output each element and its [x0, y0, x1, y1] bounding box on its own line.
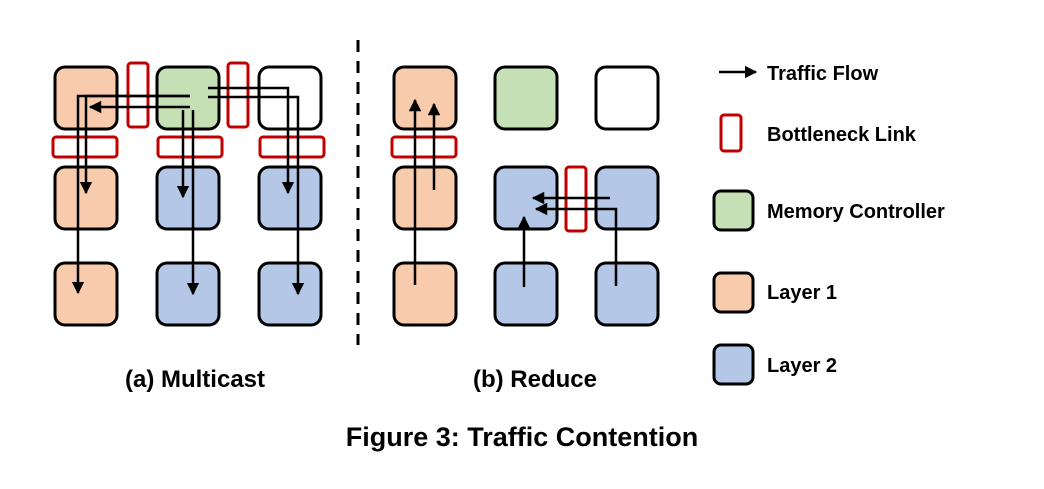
reduce-label: (b) Reduce [473, 366, 597, 393]
legend-layer1-label: Layer 1 [767, 282, 837, 304]
multicast-node-layer1 [53, 261, 119, 327]
multicast-flow-to-left-row2 [79, 94, 190, 195]
reduce-node-memory-controller [493, 65, 559, 131]
multicast-panel: (a) Multicast [51, 61, 326, 393]
legend-layer1-swatch [712, 271, 755, 314]
reduce-node-layer2 [594, 261, 660, 327]
legend-traffic-flow-label: Traffic Flow [767, 63, 879, 85]
multicast-node-layer2 [155, 261, 221, 327]
reduce-flow-left-from-right-row3 [534, 202, 618, 286]
multicast-flow-to-right-row2 [208, 86, 295, 195]
multicast-node-layer2 [257, 261, 323, 327]
reduce-node-layer1 [392, 165, 458, 231]
multicast-bottleneck-link [226, 61, 250, 129]
legend-bottleneck-link-label: Bottleneck Link [767, 124, 917, 146]
reduce-bottleneck-link [390, 135, 458, 159]
legend-layer2-label: Layer 2 [767, 355, 837, 377]
reduce-node-layer2 [493, 261, 559, 327]
multicast-flow-to-right-row3 [208, 95, 305, 296]
multicast-bottleneck-link [156, 135, 224, 159]
reduce-node-layer1 [392, 261, 458, 327]
legend-layer2-swatch [712, 343, 755, 386]
reduce-node-layer1 [392, 65, 458, 131]
legend-bottleneck-link-swatch [719, 113, 743, 153]
figure-caption: Figure 3: Traffic Contention [346, 422, 699, 452]
multicast-label: (a) Multicast [125, 366, 265, 393]
multicast-bottleneck-link [258, 135, 326, 159]
reduce-node-empty [594, 65, 660, 131]
multicast-node-layer2 [155, 165, 221, 231]
multicast-node-layer2 [257, 165, 323, 231]
reduce-panel: (b) Reduce [390, 65, 660, 393]
legend-memory-controller-swatch [712, 189, 755, 232]
legend: Traffic Flow Bottleneck Link Memory Cont… [712, 63, 945, 386]
legend-memory-controller-label: Memory Controller [767, 201, 945, 223]
